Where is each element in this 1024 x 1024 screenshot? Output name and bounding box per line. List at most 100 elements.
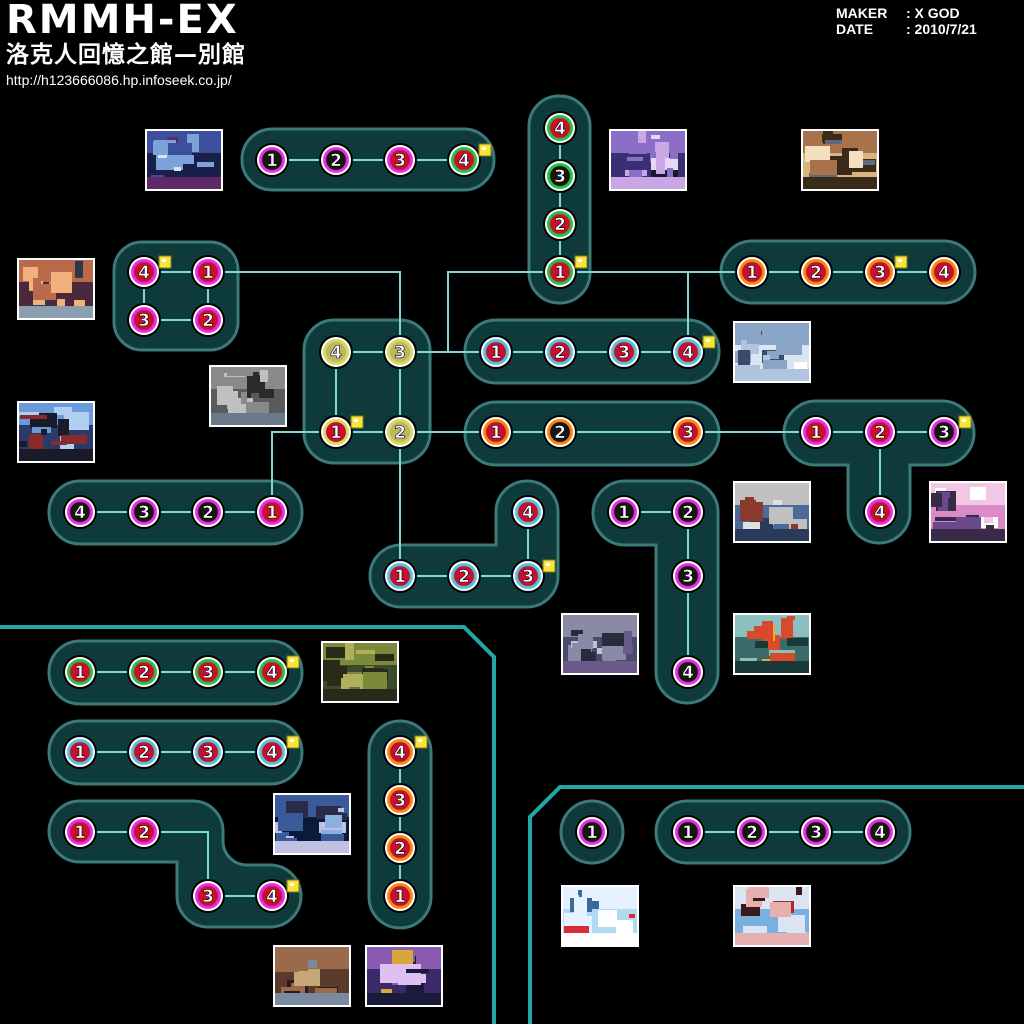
stage-thumbnail[interactable] — [561, 885, 639, 947]
stage-node-q4[interactable]: 4 — [863, 815, 897, 849]
stage-node-f1[interactable]: 1 — [479, 335, 513, 369]
site-url-link[interactable]: http://h123666086.hp.infoseek.co.jp/ — [6, 72, 232, 88]
stage-thumbnail[interactable] — [273, 945, 351, 1007]
stage-node-g3[interactable]: 3 — [671, 415, 705, 449]
stage-node-o2[interactable]: 2 — [383, 831, 417, 865]
stage-node-i4[interactable]: 4 — [63, 495, 97, 529]
stage-node-h1[interactable]: 1 — [799, 415, 833, 449]
stage-node-m2[interactable]: 2 — [127, 735, 161, 769]
stage-thumbnail[interactable] — [145, 129, 223, 191]
stage-node-a4[interactable]: 4 — [447, 143, 492, 177]
connector-line — [447, 271, 560, 352]
stage-node-e3[interactable]: 3 — [383, 335, 417, 369]
stage-node-p1[interactable]: 1 — [575, 815, 609, 849]
stage-node-e1[interactable]: 1 — [319, 415, 364, 449]
node-label: 3 — [938, 423, 950, 443]
node-label: 2 — [810, 263, 822, 283]
stage-node-i2[interactable]: 2 — [191, 495, 225, 529]
stage-node-d2[interactable]: 2 — [799, 255, 833, 289]
date-label: DATE — [836, 21, 874, 37]
stage-node-d3[interactable]: 3 — [863, 255, 908, 289]
stage-node-h3[interactable]: 3 — [927, 415, 972, 449]
stage-node-e4[interactable]: 4 — [319, 335, 353, 369]
stage-thumbnail[interactable] — [321, 641, 399, 703]
stage-node-o4[interactable]: 4 — [383, 735, 428, 769]
stage-node-l2[interactable]: 2 — [127, 655, 161, 689]
stage-thumbnail[interactable] — [273, 793, 351, 855]
section-frame-left — [0, 625, 496, 1024]
stage-node-f3[interactable]: 3 — [607, 335, 641, 369]
stage-node-j3[interactable]: 3 — [511, 559, 556, 593]
stage-node-g2[interactable]: 2 — [543, 415, 577, 449]
stage-thumbnail[interactable] — [733, 321, 811, 383]
stage-thumbnail[interactable] — [17, 258, 95, 320]
stage-thumbnail[interactable] — [561, 613, 639, 675]
thumbnail-layer — [17, 129, 1007, 1007]
date-row: DATE : 2010/7/21 — [836, 21, 1016, 37]
stage-node-q3[interactable]: 3 — [799, 815, 833, 849]
stage-node-o1[interactable]: 1 — [383, 879, 417, 913]
stage-thumbnail[interactable] — [801, 129, 879, 191]
stage-node-k3[interactable]: 3 — [671, 559, 705, 593]
stage-node-a3[interactable]: 3 — [383, 143, 417, 177]
stage-node-g1[interactable]: 1 — [479, 415, 513, 449]
stage-thumbnail[interactable] — [733, 613, 811, 675]
stage-node-c2[interactable]: 2 — [191, 303, 225, 337]
stage-node-b3[interactable]: 3 — [543, 159, 577, 193]
stage-node-c4[interactable]: 4 — [127, 255, 172, 289]
stage-node-k4[interactable]: 4 — [671, 655, 705, 689]
stage-thumbnail[interactable] — [733, 481, 811, 543]
stage-node-i3[interactable]: 3 — [127, 495, 161, 529]
maker-row: MAKER : X GOD — [836, 5, 1016, 21]
stage-thumbnail[interactable] — [733, 885, 811, 947]
stage-node-q2[interactable]: 2 — [735, 815, 769, 849]
maker-value: : X GOD — [906, 5, 960, 21]
stage-node-c1[interactable]: 1 — [191, 255, 225, 289]
stage-node-i1[interactable]: 1 — [255, 495, 289, 529]
stage-node-n2[interactable]: 2 — [127, 815, 161, 849]
stage-node-l4[interactable]: 4 — [255, 655, 300, 689]
stage-node-f4[interactable]: 4 — [671, 335, 716, 369]
stage-node-d1[interactable]: 1 — [735, 255, 769, 289]
stage-node-k1[interactable]: 1 — [607, 495, 641, 529]
stage-node-e2[interactable]: 2 — [383, 415, 417, 449]
stage-thumbnail[interactable] — [929, 481, 1007, 543]
stage-node-b2[interactable]: 2 — [543, 207, 577, 241]
stage-node-a1[interactable]: 1 — [255, 143, 289, 177]
stage-node-c3[interactable]: 3 — [127, 303, 161, 337]
stage-thumbnail[interactable] — [365, 945, 443, 1007]
stage-thumbnail[interactable] — [17, 401, 95, 463]
stage-node-n1[interactable]: 1 — [63, 815, 97, 849]
stage-node-a2[interactable]: 2 — [319, 143, 353, 177]
node-label: 1 — [586, 823, 598, 843]
node-label: 3 — [394, 151, 406, 171]
node-label: 3 — [682, 423, 694, 443]
stage-node-j4[interactable]: 4 — [511, 495, 545, 529]
stage-node-h2[interactable]: 2 — [863, 415, 897, 449]
stage-node-m4[interactable]: 4 — [255, 735, 300, 769]
stage-node-m1[interactable]: 1 — [63, 735, 97, 769]
stage-node-j1[interactable]: 1 — [383, 559, 417, 593]
stage-node-d4[interactable]: 4 — [927, 255, 961, 289]
stage-thumbnail[interactable] — [209, 365, 287, 427]
stage-node-f2[interactable]: 2 — [543, 335, 577, 369]
date-value: : 2010/7/21 — [906, 21, 977, 37]
stage-node-l3[interactable]: 3 — [191, 655, 225, 689]
stage-thumbnail[interactable] — [609, 129, 687, 191]
stage-node-b4[interactable]: 4 — [543, 111, 577, 145]
node-label: 1 — [810, 423, 822, 443]
node-label: 1 — [266, 151, 278, 171]
stage-node-l1[interactable]: 1 — [63, 655, 97, 689]
stage-node-q1[interactable]: 1 — [671, 815, 705, 849]
stage-node-m3[interactable]: 3 — [191, 735, 225, 769]
stage-node-j2[interactable]: 2 — [447, 559, 481, 593]
stage-node-o3[interactable]: 3 — [383, 783, 417, 817]
stage-node-n4[interactable]: 4 — [255, 879, 300, 913]
page-subtitle: 洛克人回憶之館—別館 — [6, 42, 246, 68]
stage-node-b1[interactable]: 1 — [543, 255, 588, 289]
stage-node-n3[interactable]: 3 — [191, 879, 225, 913]
node-label: 3 — [618, 343, 630, 363]
stage-node-k2[interactable]: 2 — [671, 495, 705, 529]
stage-node-h4[interactable]: 4 — [863, 495, 897, 529]
node-label: 4 — [266, 887, 278, 907]
